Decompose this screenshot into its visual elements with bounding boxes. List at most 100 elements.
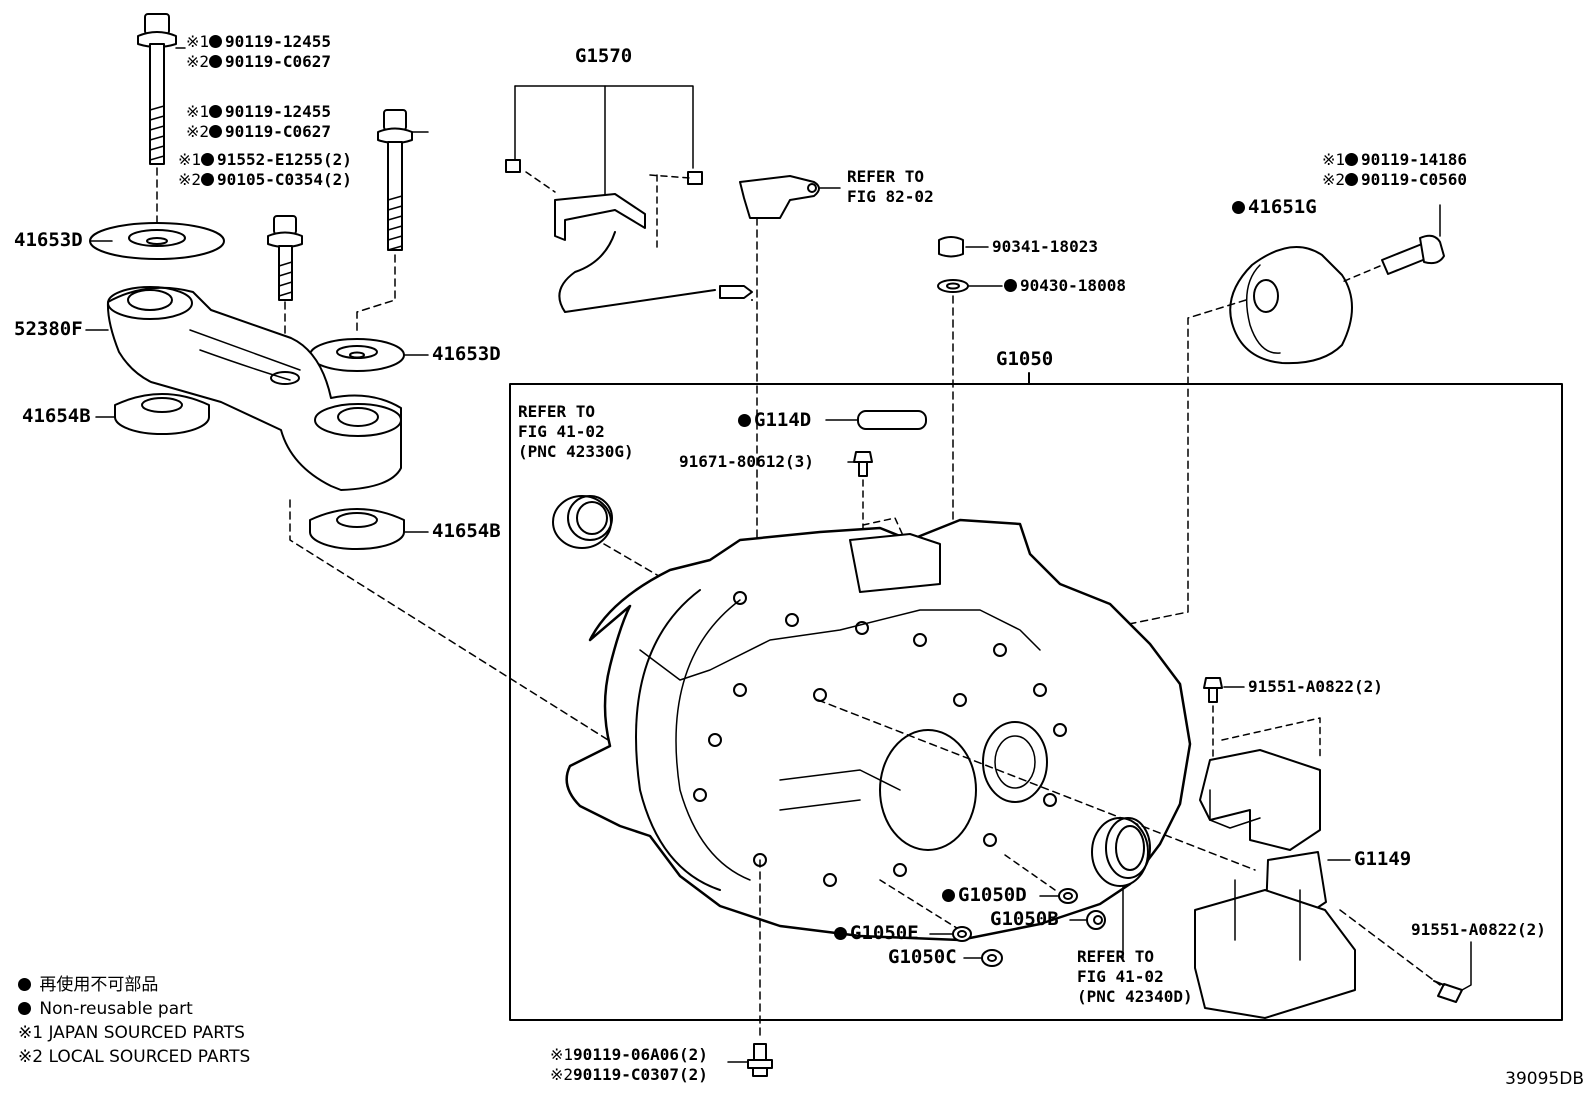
part-number: 90119-12455 (225, 102, 332, 121)
plug-icon (938, 236, 964, 258)
nonreusable-dot-icon (942, 889, 955, 902)
marker-local: ※2 (186, 52, 210, 71)
bolt-top-icon (137, 13, 186, 165)
bracket-g1149-icon (1194, 749, 1356, 1019)
nonreusable-dot-icon (209, 105, 223, 118)
refer-line: REFER TO (847, 167, 925, 186)
legend-row-jp: 再使用不可部品 (18, 973, 250, 997)
refer-line: (PNC 42340D) (1077, 987, 1193, 1006)
g114d-icon (857, 410, 927, 430)
label-bushing-lower[interactable]: 41654B (432, 520, 501, 542)
g1050e-callout[interactable]: G1050E (834, 923, 919, 943)
washer-right-icon (309, 338, 405, 372)
label-bolt-91551-bottom[interactable]: 91551-A0822(2) (1411, 920, 1546, 939)
label-washer-right[interactable]: 41653D (432, 343, 501, 365)
case-group-box (509, 383, 1563, 1021)
bracket-icon (106, 286, 402, 491)
label-washer-upper[interactable]: 41653D (14, 229, 83, 251)
label-g1050c[interactable]: G1050C (888, 946, 957, 968)
bolt-bottom-callout[interactable]: ※190119-06A06(2) ※290119-C0307(2) (550, 1045, 708, 1085)
bolt-91671-icon (853, 451, 873, 477)
marker-local: ※2 (550, 1065, 574, 1084)
g1050b-icon (1086, 910, 1106, 930)
refer-line: REFER TO (1077, 947, 1155, 966)
legend-nonreusable-jp: 再使用不可部品 (39, 975, 159, 995)
part-number: 90119-C0627 (225, 122, 332, 141)
gasket-icon (937, 279, 969, 293)
part-number: G114D (754, 409, 812, 431)
marker-japan: ※1 (186, 102, 210, 121)
label-g1149[interactable]: G1149 (1354, 848, 1412, 870)
g1050d-icon (1058, 888, 1078, 904)
label-bolt-91551-top[interactable]: 91551-A0822(2) (1248, 677, 1383, 696)
nonreusable-dot-icon (209, 125, 223, 138)
legend-row-en: Non-reusable part (18, 997, 250, 1021)
gasket-callout[interactable]: 90430-18008 (1004, 276, 1126, 296)
nonreusable-dot-icon (18, 1002, 31, 1015)
bushing-lower-icon (309, 508, 405, 550)
legend: 再使用不可部品 Non-reusable part ※1 JAPAN SOURC… (18, 973, 250, 1069)
part-number: G1050D (958, 884, 1027, 906)
marker-japan: ※1 (1322, 150, 1346, 169)
nonreusable-dot-icon (209, 35, 223, 48)
g1050e-icon (952, 926, 972, 942)
label-g1050b[interactable]: G1050B (990, 908, 1059, 930)
transaxle-case-icon (565, 518, 1192, 942)
part-number: 90119-14186 (1361, 150, 1468, 169)
bolt-short-callout[interactable]: ※1 91552-E1255(2) ※2 90105-C0354(2) (178, 150, 352, 190)
refer-fig-82-callout[interactable]: REFER TO FIG 82-02 (847, 167, 934, 207)
bolt-bottom-icon (747, 1043, 773, 1077)
label-plug[interactable]: 90341-18023 (992, 237, 1098, 256)
marker-japan: ※1 (186, 32, 210, 51)
diagram-code: 39095DB (1505, 1069, 1584, 1089)
bolt-mid-callout[interactable]: ※1 90119-12455 ※2 90119-C0627 (186, 102, 331, 142)
oil-seal-right-icon (1091, 817, 1151, 887)
refer-fig-41-left-callout[interactable]: REFER TO FIG 41-02 (PNC 42330G) (518, 402, 634, 462)
part-number: 90430-18008 (1020, 276, 1126, 295)
nonreusable-dot-icon (18, 978, 31, 991)
label-case[interactable]: G1050 (996, 348, 1054, 370)
nonreusable-dot-icon (834, 927, 847, 940)
refer-line: FIG 41-02 (1077, 967, 1164, 986)
label-bushing-left[interactable]: 41654B (22, 405, 91, 427)
bolt-right-callout[interactable]: ※1 90119-14186 ※2 90119-C0560 (1322, 150, 1467, 190)
bolt-short-icon (267, 215, 303, 301)
part-number: 90119-12455 (225, 32, 332, 51)
marker-local: ※2 (1322, 170, 1346, 189)
part-number: 90105-C0354(2) (217, 170, 352, 189)
marker-japan: ※1 (178, 150, 202, 169)
part-number: 90119-06A06(2) (573, 1045, 708, 1064)
bolt-91551-top-icon (1203, 677, 1223, 703)
bushing-left-icon (114, 393, 210, 435)
refer-fig-41-right-callout[interactable]: REFER TO FIG 41-02 (PNC 42340D) (1077, 947, 1193, 1007)
part-number: G1050E (850, 922, 919, 944)
part-number: 41651G (1248, 196, 1317, 218)
nonreusable-dot-icon (201, 153, 215, 166)
marker-japan: ※1 (550, 1045, 574, 1064)
damper-icon (1229, 246, 1353, 365)
g1050d-callout[interactable]: G1050D (942, 885, 1027, 905)
oil-seal-left-icon (552, 495, 613, 549)
label-harness[interactable]: G1570 (575, 45, 633, 67)
part-number: 91552-E1255(2) (217, 150, 352, 169)
part-number: 90119-C0560 (1361, 170, 1468, 189)
nonreusable-dot-icon (738, 414, 751, 427)
refer-line: FIG 41-02 (518, 422, 605, 441)
g1050c-icon (981, 949, 1003, 967)
marker-local: ※2 (178, 170, 202, 189)
bolt-damper-icon (1381, 204, 1445, 275)
part-number: 90119-C0307(2) (573, 1065, 708, 1084)
nonreusable-dot-icon (1232, 201, 1245, 214)
nonreusable-dot-icon (1345, 153, 1359, 166)
legend-nonreusable-en: Non-reusable part (39, 999, 193, 1019)
g114d-callout[interactable]: G114D (738, 410, 811, 430)
label-bracket[interactable]: 52380F (14, 318, 83, 340)
refer-line: FIG 82-02 (847, 187, 934, 206)
damper-callout[interactable]: 41651G (1232, 197, 1317, 217)
nonreusable-dot-icon (1345, 173, 1359, 186)
label-bolt-91671[interactable]: 91671-80612(3) (679, 452, 814, 471)
marker-local: ※2 (186, 122, 210, 141)
bolt-mid-icon (377, 109, 429, 251)
